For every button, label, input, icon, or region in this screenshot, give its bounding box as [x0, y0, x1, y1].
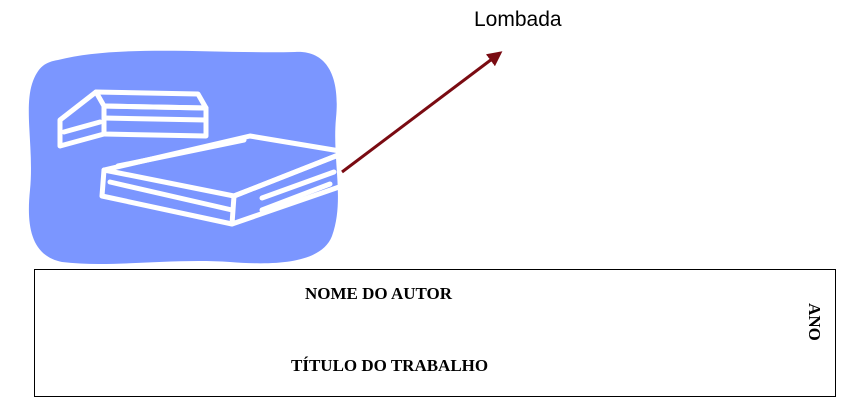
- callout-arrow: [341, 51, 503, 174]
- year-label: ANO: [805, 303, 824, 341]
- books-background-blob: [28, 50, 338, 264]
- lombada-label: Lombada: [474, 8, 562, 31]
- author-name: NOME DO AUTOR: [305, 284, 453, 303]
- spine-box: [34, 269, 836, 397]
- upper-book-icon: [57, 89, 209, 149]
- work-title: TÍTULO DO TRABALHO: [291, 356, 489, 375]
- lower-book-icon: [99, 133, 349, 227]
